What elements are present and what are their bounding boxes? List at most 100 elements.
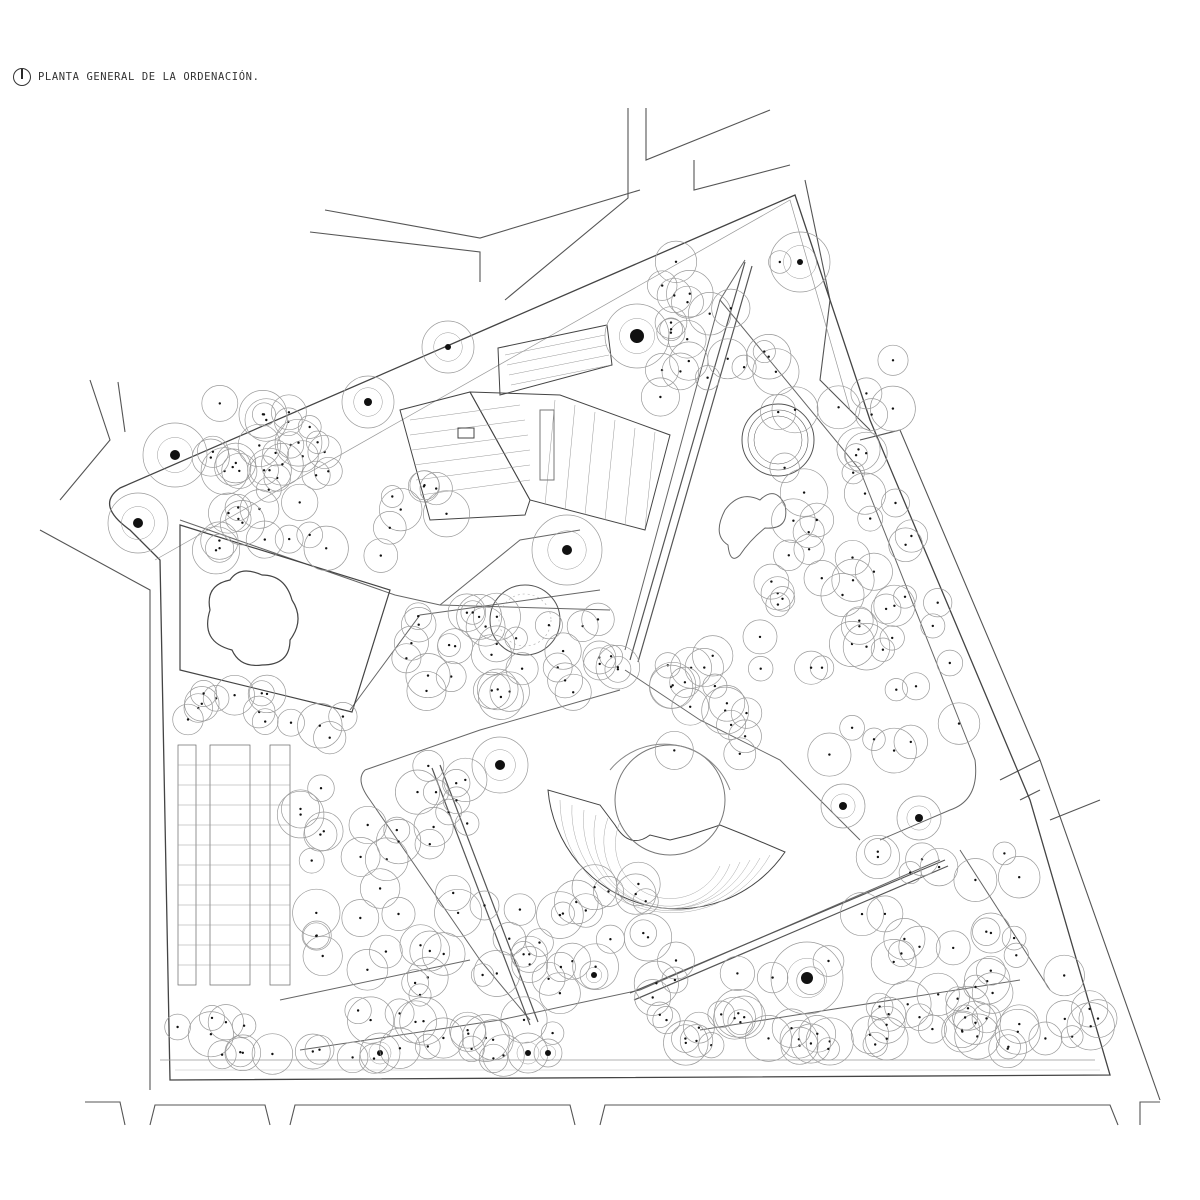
- tree-crown: [799, 502, 835, 538]
- tree-crown: [850, 377, 883, 410]
- tree-crown: [393, 625, 429, 661]
- tree-trunk: [170, 450, 180, 460]
- tree-crown: [992, 841, 1017, 866]
- tree-crown: [489, 671, 530, 712]
- tree-trunk: [910, 534, 913, 538]
- tree-trunk: [471, 611, 474, 614]
- tree-crown: [771, 386, 819, 434]
- tree-crown-inner: [121, 506, 155, 540]
- tree-crown: [455, 811, 480, 836]
- tree-trunk: [837, 406, 840, 409]
- tree-crown: [224, 494, 252, 521]
- tree-trunk: [508, 937, 511, 940]
- tree-crown: [302, 935, 343, 977]
- tree-trunk: [759, 667, 762, 670]
- tree-crown: [688, 292, 732, 336]
- tree-crown: [1066, 1002, 1115, 1051]
- tree-trunk: [689, 705, 692, 708]
- tree-crown: [383, 816, 411, 844]
- tree-crown-inner: [830, 793, 856, 819]
- tree-trunk: [679, 370, 682, 373]
- tree-trunk: [669, 685, 673, 688]
- tree-crown: [301, 460, 331, 490]
- tree-crown: [554, 673, 592, 711]
- tree-crown: [379, 487, 423, 532]
- tree-trunk: [850, 726, 854, 729]
- tree-trunk: [209, 456, 212, 459]
- tree-crown: [936, 649, 964, 677]
- tree-crown: [434, 888, 483, 937]
- tree-trunk: [596, 618, 600, 621]
- tree-trunk: [895, 688, 898, 691]
- tree-trunk: [591, 972, 597, 978]
- tree-trunk: [299, 807, 302, 811]
- tree-trunk: [341, 715, 345, 718]
- tree-crown: [945, 985, 991, 1031]
- tree-crown: [640, 377, 680, 417]
- tree-trunk: [851, 556, 854, 559]
- tree-trunk: [561, 649, 565, 653]
- tree-trunk: [736, 972, 739, 975]
- tree-crown: [898, 925, 941, 968]
- tree-crown: [654, 306, 688, 339]
- tree-trunk: [299, 813, 302, 816]
- tree-trunk: [787, 554, 790, 557]
- tree-trunk: [263, 538, 266, 541]
- tree-crown: [593, 876, 624, 907]
- tree-trunk: [742, 366, 746, 369]
- tree-trunk: [872, 570, 876, 573]
- tree-crown: [902, 672, 930, 701]
- tree-crown: [376, 819, 422, 865]
- tree-trunk: [265, 418, 268, 422]
- tree-crown: [916, 972, 960, 1016]
- tree-trunk: [1006, 1047, 1009, 1050]
- tree-crown: [205, 533, 235, 563]
- tree-crown: [633, 960, 679, 1006]
- tree-trunk: [688, 292, 691, 295]
- tree-trunk: [233, 694, 236, 697]
- tree-trunk: [725, 702, 729, 705]
- tree-trunk: [298, 501, 301, 504]
- tree-trunk: [892, 960, 895, 964]
- tree-trunk: [646, 936, 650, 939]
- tree-crown: [531, 961, 566, 996]
- tree-trunk: [214, 549, 218, 552]
- tree-trunk: [265, 692, 269, 696]
- tree-crown: [727, 1009, 754, 1036]
- tree-trunk: [318, 724, 321, 727]
- tree-trunk: [522, 953, 525, 956]
- tree-crown: [405, 653, 451, 699]
- tree-trunk: [903, 937, 906, 941]
- tree-crown: [470, 963, 495, 987]
- tree-crown: [953, 1000, 998, 1045]
- tree-crown: [297, 703, 343, 749]
- tree-trunk: [743, 735, 747, 738]
- tree-crown: [867, 1005, 906, 1044]
- tree-crown: [1071, 990, 1109, 1028]
- tree-crown: [571, 864, 618, 911]
- tree-trunk: [398, 1012, 401, 1015]
- tree-trunk: [797, 259, 803, 265]
- tree-trunk: [974, 878, 977, 882]
- tree-crown: [898, 861, 922, 885]
- tree-crown: [805, 1017, 854, 1066]
- tree-trunk: [417, 623, 420, 626]
- tree-crown: [970, 912, 1012, 954]
- tree-crown: [460, 600, 485, 625]
- tree-trunk: [417, 615, 420, 618]
- tree-crown: [304, 811, 344, 851]
- tree-crown: [542, 652, 573, 683]
- tree-crown: [595, 645, 640, 690]
- tree-trunk: [1012, 936, 1016, 940]
- tree-crown: [893, 724, 928, 760]
- tree-trunk: [366, 823, 369, 827]
- tree-trunk: [260, 692, 263, 695]
- tree-crown: [192, 526, 240, 575]
- tree-trunk: [176, 1025, 179, 1029]
- tree-crown: [443, 757, 488, 802]
- tree-trunk: [321, 954, 324, 958]
- street-outlines: [39, 108, 1161, 1126]
- tree-trunk: [852, 471, 855, 474]
- tree-crown: [773, 539, 805, 571]
- tree-crown: [421, 320, 475, 374]
